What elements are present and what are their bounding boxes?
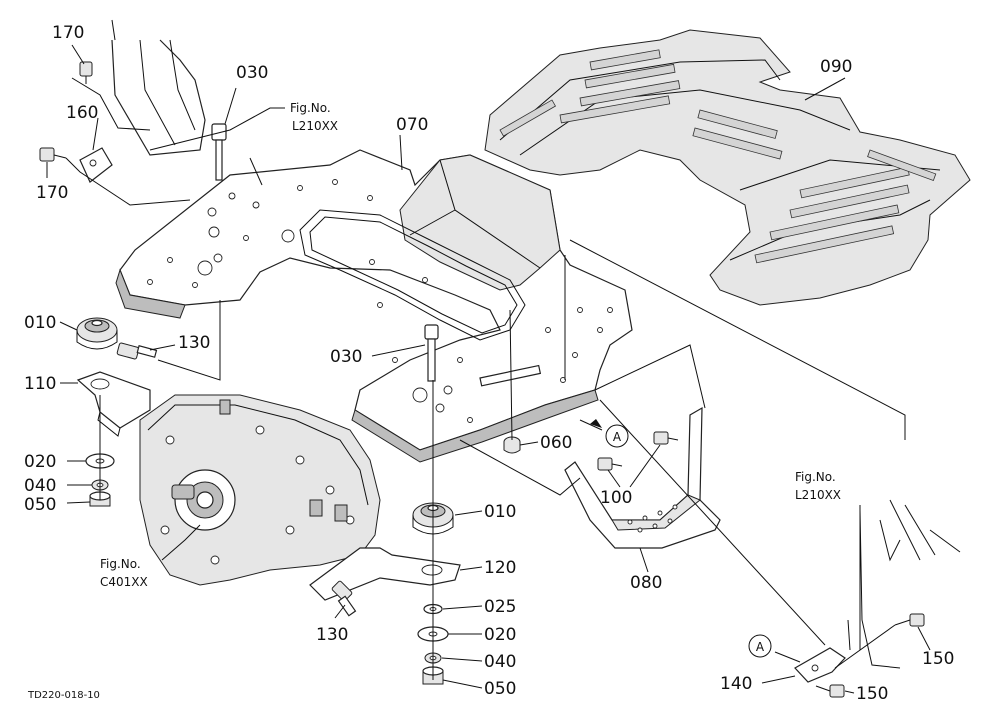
callout-130-left: 130 bbox=[178, 333, 210, 353]
bracket-140 bbox=[794, 647, 846, 683]
callout-050-center: 050 bbox=[484, 679, 516, 699]
callout-070: 070 bbox=[396, 115, 428, 135]
bolt-150-bottom bbox=[815, 684, 845, 698]
floor-plate-070 bbox=[115, 149, 633, 463]
callout-020-center: 020 bbox=[484, 625, 516, 645]
bolt-130-center bbox=[331, 580, 357, 617]
mount-bracket-120 bbox=[309, 547, 461, 601]
transmission-housing bbox=[139, 394, 381, 586]
callout-labels: 170 160 170 030 070 090 010 130 110 020 … bbox=[24, 23, 954, 704]
svg-text:A: A bbox=[756, 640, 765, 654]
callout-060: 060 bbox=[540, 433, 572, 453]
callout-025: 025 bbox=[484, 597, 516, 617]
callout-040-left: 040 bbox=[24, 476, 56, 496]
callout-150-top: 150 bbox=[922, 649, 954, 669]
callout-160: 160 bbox=[66, 103, 98, 123]
callout-090: 090 bbox=[820, 57, 852, 77]
bolt-030-mid bbox=[424, 324, 439, 382]
svg-text:C401XX: C401XX bbox=[100, 575, 148, 589]
floor-mat-090 bbox=[484, 29, 971, 306]
step-bracket-bottom-right bbox=[859, 499, 961, 669]
view-marker-a-lower: A bbox=[748, 634, 772, 658]
figure-reference-top: Fig.No. L210XX bbox=[290, 101, 338, 133]
svg-text:L210XX: L210XX bbox=[292, 119, 338, 133]
callout-170-top: 170 bbox=[52, 23, 84, 43]
bolt-030-top bbox=[211, 123, 227, 181]
grommet-060 bbox=[503, 436, 521, 454]
callout-020-left: 020 bbox=[24, 452, 56, 472]
svg-text:L210XX: L210XX bbox=[795, 488, 841, 502]
svg-text:Fig.No.: Fig.No. bbox=[795, 470, 836, 484]
svg-text:Fig.No.: Fig.No. bbox=[100, 557, 141, 571]
callout-130-center: 130 bbox=[316, 625, 348, 645]
bracket-160 bbox=[79, 147, 113, 183]
callout-010-left: 010 bbox=[24, 313, 56, 333]
bolt-100-b bbox=[653, 431, 679, 445]
callout-030-top: 030 bbox=[236, 63, 268, 83]
callout-120: 120 bbox=[484, 558, 516, 578]
step-bracket-top-left bbox=[111, 19, 206, 156]
svg-text:A: A bbox=[613, 430, 622, 444]
callout-150-bottom: 150 bbox=[856, 684, 888, 704]
bolt-150-top bbox=[894, 613, 925, 627]
bolt-100-a bbox=[597, 457, 623, 471]
bolt-170-bottom bbox=[39, 147, 67, 162]
step-080 bbox=[564, 406, 721, 549]
callout-010-center: 010 bbox=[484, 502, 516, 522]
leader-lines bbox=[46, 44, 931, 694]
callout-040-center: 040 bbox=[484, 652, 516, 672]
svg-text:Fig.No.: Fig.No. bbox=[290, 101, 331, 115]
figure-reference-transmission: Fig.No. C401XX bbox=[100, 557, 148, 589]
callout-140: 140 bbox=[720, 674, 752, 694]
mount-bracket-110 bbox=[76, 371, 151, 437]
callout-080: 080 bbox=[630, 573, 662, 593]
figure-reference-right: Fig.No. L210XX bbox=[795, 470, 841, 502]
drawing-id: TD220-018-10 bbox=[27, 690, 100, 701]
callout-170-bottom: 170 bbox=[36, 183, 68, 203]
bolt-170-top bbox=[79, 61, 93, 84]
rubber-mount-010-left bbox=[76, 317, 118, 350]
callout-050-left: 050 bbox=[24, 495, 56, 515]
view-marker-a-upper: A bbox=[590, 419, 629, 448]
callout-110: 110 bbox=[24, 374, 56, 394]
callout-100: 100 bbox=[600, 488, 632, 508]
callout-030-mid: 030 bbox=[330, 347, 362, 367]
bolt-130-left bbox=[116, 342, 158, 360]
